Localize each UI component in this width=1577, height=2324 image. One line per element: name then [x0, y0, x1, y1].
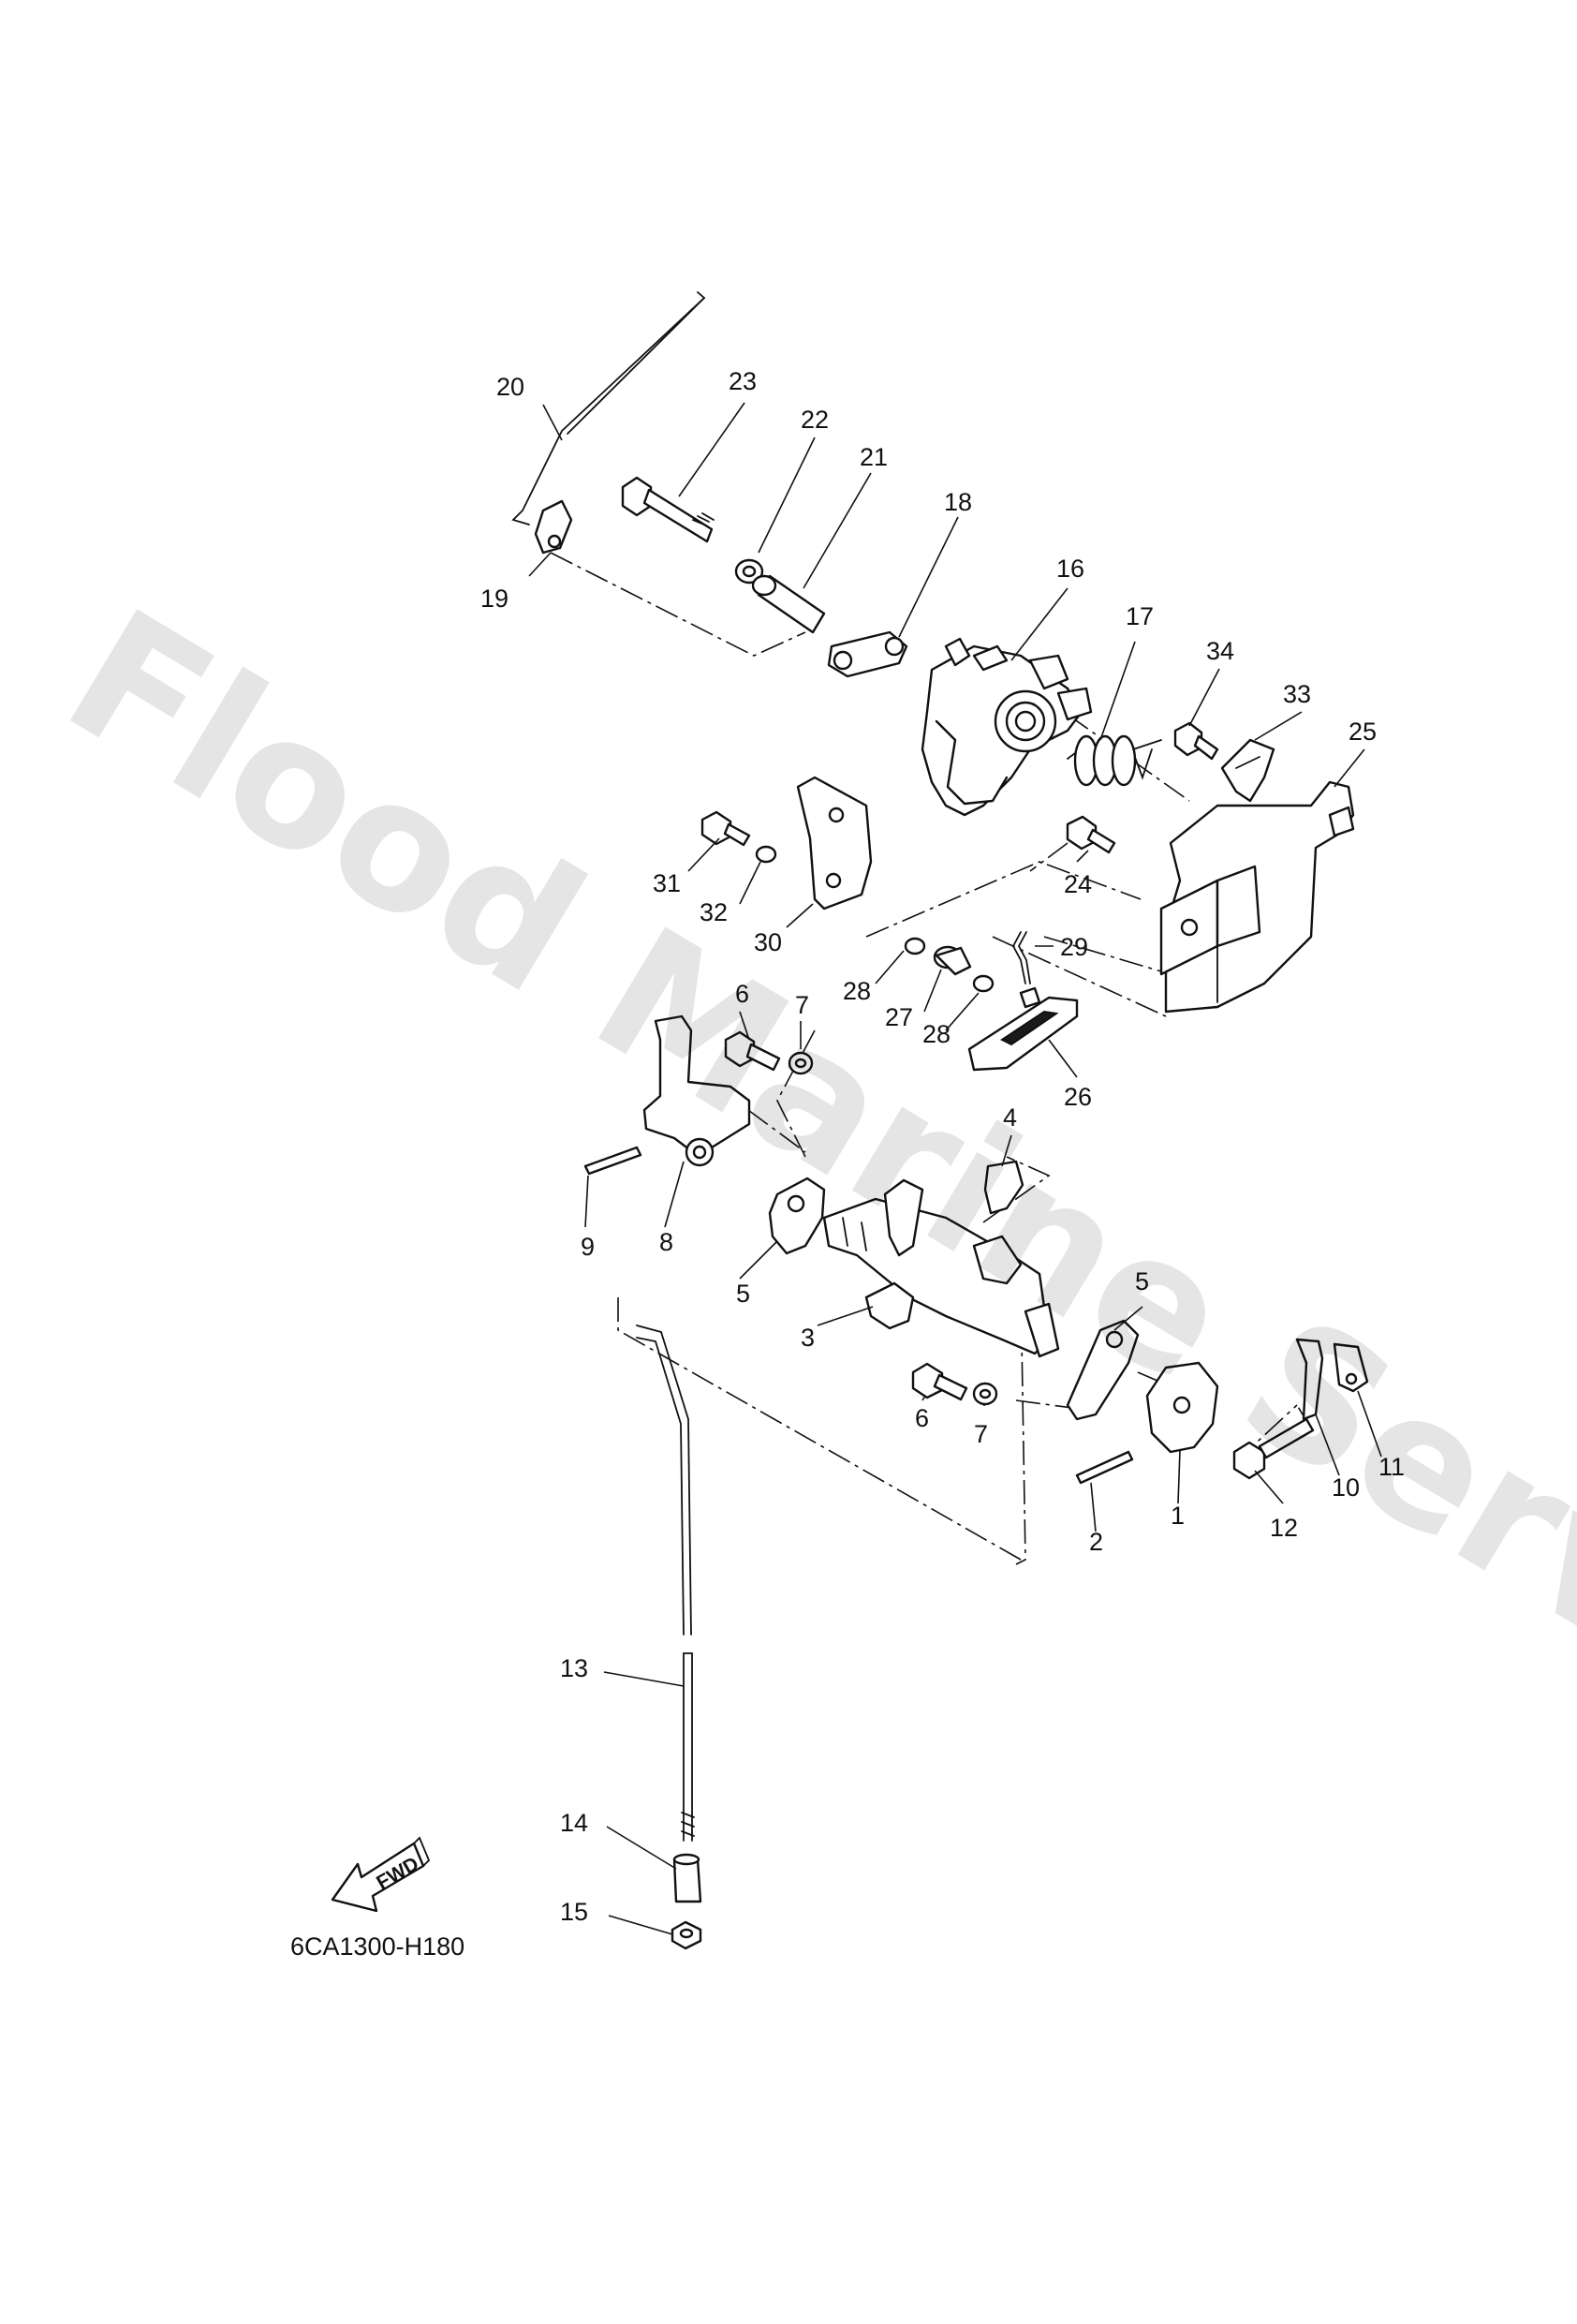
parts [511, 291, 1369, 1950]
callout-25: 25 [1349, 718, 1377, 746]
pin-9-part [583, 1146, 642, 1176]
bolt-6-bottom-part [911, 1362, 968, 1401]
callout-20: 20 [496, 373, 524, 401]
callout-34: 34 [1206, 637, 1234, 665]
callout-9: 9 [581, 1233, 595, 1261]
callout-16: 16 [1056, 555, 1084, 583]
callout-8: 8 [659, 1228, 673, 1256]
clip-4-part [983, 1160, 1024, 1215]
cotter-pin-29-part [1011, 931, 1031, 984]
callout-labels: 20 23 22 21 18 16 17 34 33 25 19 31 32 3… [480, 367, 1405, 1926]
screw-34-part [1173, 721, 1219, 761]
screw-12-part [1232, 1417, 1315, 1480]
callout-19: 19 [480, 585, 508, 613]
collar-27-part [933, 945, 972, 976]
rod-joint-part [534, 499, 573, 555]
callout-21: 21 [860, 443, 888, 471]
washer-28-part [904, 937, 995, 993]
callout-1: 1 [1171, 1502, 1185, 1530]
callout-4: 4 [1003, 1103, 1017, 1132]
callout-14: 14 [560, 1809, 588, 1837]
callout-3: 3 [801, 1324, 815, 1352]
washer-7-top-part [788, 1051, 814, 1075]
callout-27: 27 [885, 1003, 913, 1031]
link-18-part [827, 630, 908, 678]
washer-7-bottom-part [972, 1382, 998, 1406]
leader-lines [528, 402, 1382, 1935]
lever-1-part [1145, 1361, 1219, 1454]
callout-5-left: 5 [736, 1280, 750, 1308]
callout-18: 18 [944, 488, 972, 516]
callout-12: 12 [1270, 1514, 1298, 1542]
callout-31: 31 [653, 869, 681, 897]
nut-15-part [671, 1920, 702, 1950]
fwd-arrow-icon: FWD [331, 1836, 431, 1913]
callout-5-right: 5 [1135, 1267, 1149, 1295]
callout-24: 24 [1064, 870, 1092, 898]
callout-6-lower: 6 [915, 1404, 929, 1432]
callout-32: 32 [700, 898, 728, 926]
pin-2-part [1075, 1450, 1134, 1485]
lever-8-part [642, 1014, 751, 1167]
callout-33: 33 [1283, 680, 1311, 708]
shift-rod-13-part [636, 1325, 695, 1842]
callout-2: 2 [1089, 1528, 1103, 1556]
long-bolt-part [621, 476, 715, 543]
callout-29: 29 [1060, 933, 1088, 961]
spring-17-part [1067, 734, 1162, 787]
bracket-25-part [1159, 780, 1355, 1014]
throttle-rod-part [511, 291, 706, 525]
callout-7-upper: 7 [795, 991, 809, 1019]
callout-28-upper: 28 [843, 977, 871, 1005]
callout-28-lower: 28 [922, 1020, 951, 1048]
plate-11-part [1333, 1342, 1369, 1393]
callout-15: 15 [560, 1898, 588, 1926]
screw-24-part [1066, 815, 1116, 854]
lever-5-right-part [1066, 1319, 1140, 1421]
washer-22-part [734, 558, 764, 585]
bolt-6-top-part [724, 1030, 781, 1072]
shift-shaft-3-part [822, 1178, 1060, 1358]
callout-13: 13 [560, 1654, 588, 1682]
callout-7-lower: 7 [974, 1420, 988, 1448]
drawing-code: 6CA1300-H180 [290, 1932, 464, 1961]
collar-21-part [751, 574, 826, 634]
callout-11: 11 [1378, 1453, 1405, 1481]
clip-33-part [1220, 738, 1275, 803]
throttle-cam-part [921, 637, 1093, 817]
callout-10: 10 [1332, 1473, 1360, 1502]
callout-30: 30 [754, 928, 782, 956]
screw-31-part [700, 810, 751, 847]
slotted-link-26-part [967, 986, 1079, 1072]
plate-30-part [796, 776, 873, 910]
washer-32-part [755, 845, 777, 864]
callout-6-upper: 6 [735, 980, 749, 1008]
lever-5-left-part [768, 1177, 826, 1255]
callout-23: 23 [729, 367, 757, 395]
callout-22: 22 [801, 406, 829, 434]
callout-26: 26 [1064, 1083, 1092, 1111]
callout-17: 17 [1126, 602, 1154, 630]
coupler-14-part [672, 1853, 702, 1903]
